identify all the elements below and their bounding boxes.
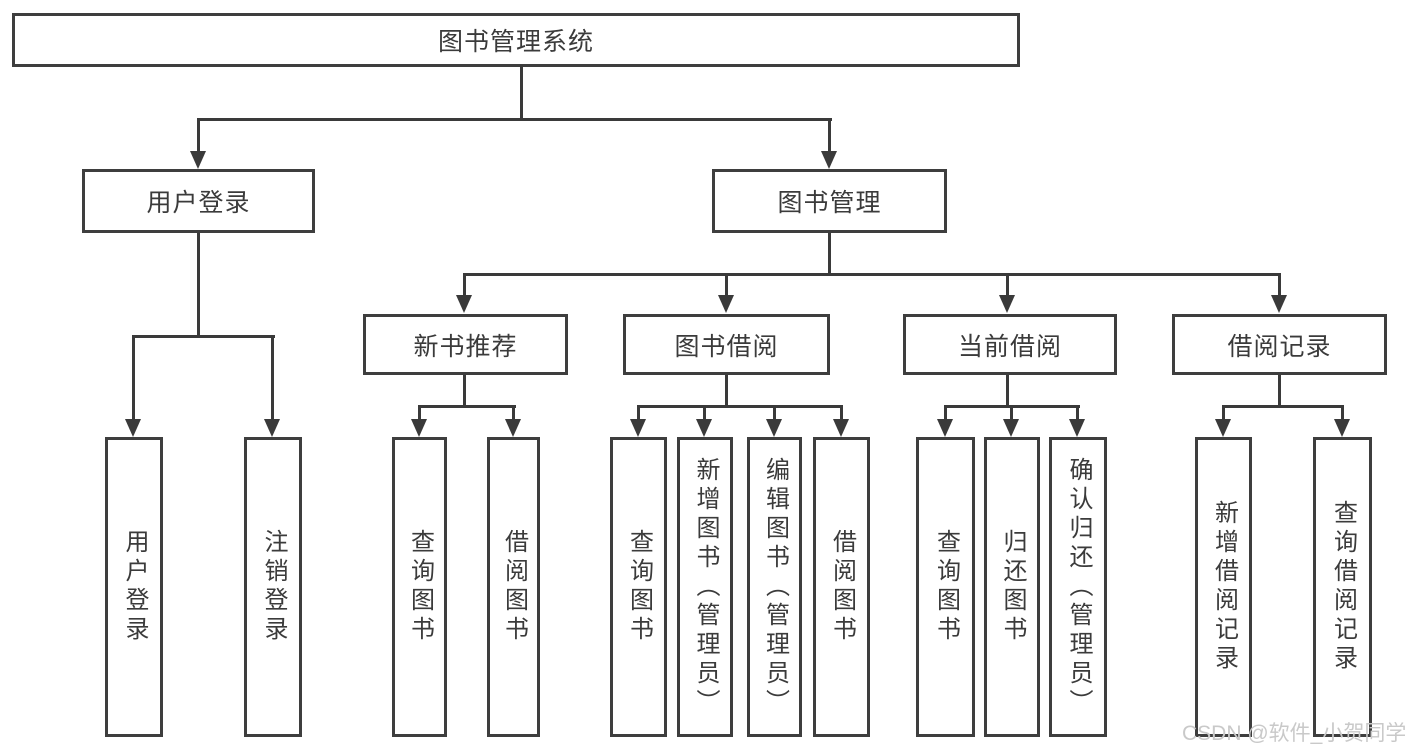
leaf-edit-books-admin: 编辑图书（管理员） — [747, 437, 802, 737]
connector-arrow-shaft — [637, 405, 640, 421]
connector-arrow-shaft — [773, 405, 776, 421]
leaf-query-borrow-record: 查询借阅记录 — [1313, 437, 1372, 737]
node-label: 归还图书 — [999, 529, 1026, 645]
leaf-query-books-current: 查询图书 — [916, 437, 975, 737]
node-current-borrowing: 当前借阅 — [903, 314, 1117, 375]
node-borrowing-records: 借阅记录 — [1172, 314, 1387, 375]
connector-arrow-shaft — [944, 405, 947, 421]
node-label: 查询图书 — [406, 529, 434, 645]
connector-arrow-shaft-login — [132, 335, 135, 423]
node-label: 图书借阅 — [674, 332, 779, 361]
connector-user-login-hline — [132, 335, 275, 338]
node-user-login: 用户登录 — [82, 169, 315, 233]
node-label: 编辑图书（管理员） — [761, 456, 789, 718]
leaf-add-books-admin: 新增图书（管理员） — [677, 437, 733, 737]
node-label: 新增图书（管理员） — [692, 456, 719, 718]
arrow-icon — [630, 419, 646, 437]
leaf-logout: 注销登录 — [244, 437, 302, 737]
connector-arrow-shaft — [1222, 405, 1225, 421]
node-book-borrowing: 图书借阅 — [623, 314, 830, 375]
node-label: 查询借阅记录 — [1329, 500, 1357, 674]
connector-new-books-stem — [463, 375, 466, 408]
arrow-icon — [1069, 419, 1085, 437]
arrow-icon — [937, 419, 953, 437]
node-label: 注销登录 — [260, 529, 287, 645]
connector-arrow-shaft-book-management — [828, 118, 831, 153]
node-label: 用户登录 — [146, 189, 251, 217]
arrow-icon — [999, 295, 1015, 313]
connector-arrow-shaft — [840, 405, 843, 421]
node-library-management-system: 图书管理系统 — [12, 13, 1020, 67]
leaf-borrow-books-recommend: 借阅图书 — [487, 437, 540, 737]
connector-arrow-shaft — [1341, 405, 1344, 421]
arrow-icon — [411, 419, 427, 437]
connector-arrow-shaft-logout — [271, 335, 274, 423]
node-label: 借阅记录 — [1227, 332, 1332, 361]
leaf-confirm-return-admin: 确认归还（管理员） — [1049, 437, 1107, 737]
arrow-icon — [766, 419, 782, 437]
leaf-query-books-borrowing: 查询图书 — [610, 437, 667, 737]
connector-arrow-shaft-user-login — [197, 118, 200, 153]
arrow-icon — [833, 419, 849, 437]
leaf-user-login: 用户登录 — [105, 437, 163, 737]
node-label: 查询图书 — [932, 529, 960, 645]
node-label: 确认归还（管理员） — [1065, 456, 1092, 718]
leaf-borrow-books: 借阅图书 — [813, 437, 870, 737]
arrow-icon — [456, 295, 472, 313]
node-label: 新增借阅记录 — [1210, 500, 1238, 674]
connector-arrow-shaft-book-borrow — [725, 273, 728, 299]
node-label: 用户登录 — [121, 529, 148, 645]
connector-current-borrow-stem — [1006, 375, 1009, 408]
leaf-query-books-recommend: 查询图书 — [392, 437, 447, 737]
arrow-icon — [505, 419, 521, 437]
connector-level2-hline — [197, 118, 832, 121]
connector-arrow-shaft — [1076, 405, 1079, 421]
connector-new-books-hline — [418, 405, 516, 408]
connector-root-stem — [520, 65, 523, 121]
connector-arrow-shaft-new-books — [463, 273, 466, 299]
connector-arrow-shaft — [703, 405, 706, 421]
connector-level3-hline — [463, 273, 1281, 276]
connector-borrow-records-stem — [1278, 375, 1281, 408]
connector-book-borrow-stem — [725, 375, 728, 408]
arrow-icon — [718, 295, 734, 313]
arrow-icon — [190, 151, 206, 169]
connector-arrow-shaft — [418, 405, 421, 421]
connector-book-management-stem — [828, 233, 831, 276]
connector-arrow-shaft — [512, 405, 515, 421]
node-label: 借阅图书 — [500, 529, 528, 645]
connector-arrow-shaft-current-borrow — [1006, 273, 1009, 299]
node-label: 借阅图书 — [828, 529, 856, 645]
node-book-management: 图书管理 — [712, 169, 947, 233]
arrow-icon — [821, 151, 837, 169]
arrow-icon — [1215, 419, 1231, 437]
node-label: 图书管理 — [777, 189, 882, 217]
connector-arrow-shaft-borrow-records — [1278, 273, 1281, 299]
node-label: 新书推荐 — [413, 332, 518, 361]
connector-arrow-shaft — [1010, 405, 1013, 421]
csdn-watermark: CSDN @软件_小贺同学 — [1182, 722, 1405, 745]
leaf-return-books: 归还图书 — [984, 437, 1040, 737]
arrow-icon — [696, 419, 712, 437]
node-label: 当前借阅 — [957, 332, 1062, 361]
leaf-add-borrow-record: 新增借阅记录 — [1195, 437, 1252, 737]
node-label: 图书管理系统 — [437, 28, 594, 56]
connector-user-login-stem — [197, 233, 200, 337]
arrow-icon — [1271, 295, 1287, 313]
node-new-book-recommendation: 新书推荐 — [363, 314, 568, 375]
arrow-icon — [1334, 419, 1350, 437]
arrow-icon — [264, 419, 280, 437]
connector-book-borrow-hline — [637, 405, 843, 408]
arrow-icon — [1003, 419, 1019, 437]
arrow-icon — [125, 419, 141, 437]
node-label: 查询图书 — [625, 529, 653, 645]
connector-borrow-records-hline — [1222, 405, 1344, 408]
